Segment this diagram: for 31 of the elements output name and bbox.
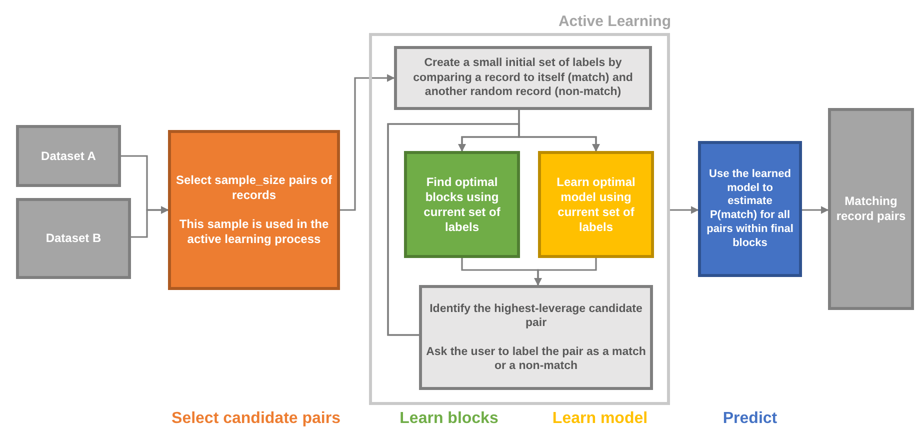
box-text: This sample is used in the active learning process xyxy=(178,217,330,247)
arrow xyxy=(802,206,829,214)
group-title: Active Learning xyxy=(558,13,671,30)
dataset-box xyxy=(16,125,121,187)
arrow xyxy=(340,74,395,211)
box-text: Learn optimal model using current set of labels xyxy=(556,174,636,234)
box-text: Dataset A xyxy=(41,148,96,164)
box-text: Select sample_size pairs of records xyxy=(175,173,333,203)
stage-label: Learn model xyxy=(552,410,648,428)
stage-label: Predict xyxy=(722,410,778,428)
box-text: Use the learned model to estimate P(match) for all pairs within final blocks xyxy=(706,168,794,250)
arrow xyxy=(670,206,699,214)
process-box xyxy=(538,151,654,258)
arrow xyxy=(534,258,597,286)
box-text: Matching record pairs xyxy=(835,194,907,224)
box-text: Identify the highest-leverage candidate pair xyxy=(428,302,644,330)
output-box xyxy=(828,108,914,310)
arrow xyxy=(387,123,600,336)
process-box xyxy=(698,141,802,277)
process-box xyxy=(394,46,652,110)
dataset-box xyxy=(16,198,131,279)
box-text: Ask the user to label the pair as a match or a non-match xyxy=(426,344,646,374)
box-text: Find optimal blocks using current set of labels xyxy=(422,174,502,234)
box-text: Create a small initial set of labels by comparing a record to itself (match) and another random record (non-match) xyxy=(412,56,634,100)
process-box xyxy=(419,285,653,390)
stage-label: Select candidate pairs xyxy=(172,410,340,428)
arrow xyxy=(131,206,169,238)
stage-label: Learn blocks xyxy=(400,410,498,428)
box-text: Dataset B xyxy=(46,231,102,246)
process-box xyxy=(404,151,520,258)
process-box xyxy=(168,130,340,290)
